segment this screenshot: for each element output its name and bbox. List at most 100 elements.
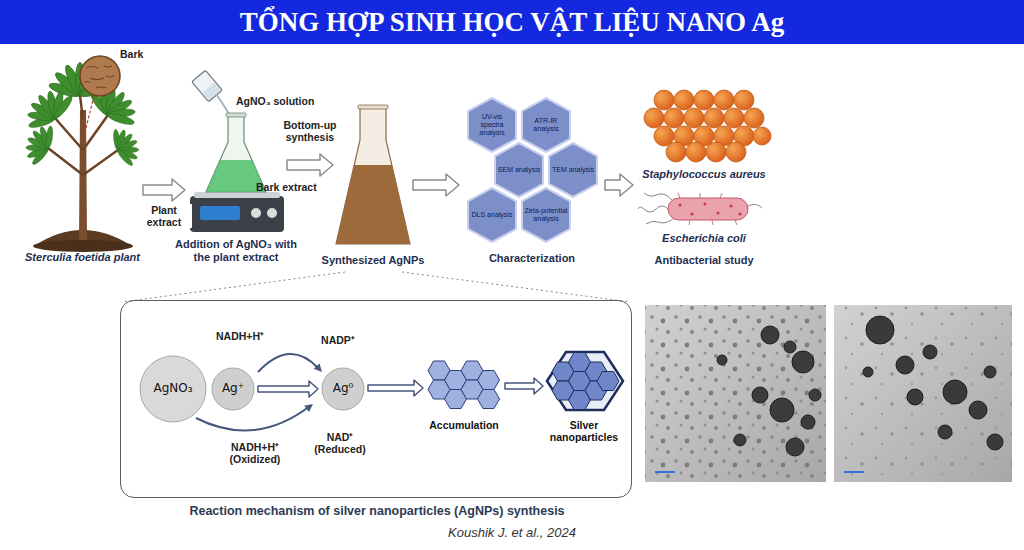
accumulation-hexagons <box>478 371 500 390</box>
staphylococcus-drawing <box>753 127 771 145</box>
annotation-label: NADH+H⁺ (Oxidized) <box>212 441 298 465</box>
tem-image <box>717 355 727 365</box>
tem-image <box>784 341 796 353</box>
staphylococcus-drawing <box>674 90 694 110</box>
tem-image <box>752 387 768 403</box>
bacteria-label-holder: Antibacterial study <box>631 254 777 267</box>
bark-zoom <box>83 96 94 140</box>
ecoli-drawing <box>739 213 742 216</box>
cofactor-arrowhead <box>314 363 322 372</box>
tem-image <box>969 401 987 419</box>
mixing-stage: Addition of AgNO₃ with the plant extract <box>188 112 284 232</box>
staphylococcus-drawing <box>694 90 714 110</box>
annotation-label-holder: NADH+H⁺ <box>210 330 270 342</box>
species-text: AgNO₃ <box>153 382 192 395</box>
analysis-text: DLS analysis <box>472 211 513 219</box>
annotation-label: NADH+H⁺ <box>210 330 270 342</box>
staphylococcus-drawing <box>664 108 684 128</box>
annotation-label-holder: AgNO₃ solution <box>236 95 336 107</box>
annotation-label: Bark extract <box>256 181 334 193</box>
analysis-text-holder: ATR-IR analysis <box>524 109 568 141</box>
citation-text-holder: Koushik J. et al., 2024 <box>362 526 662 541</box>
nanoparticle-flask <box>336 165 410 244</box>
ecoli-drawing <box>704 203 707 206</box>
bark-zoom <box>84 66 114 88</box>
stage-label: Synthesized AgNPs <box>308 254 438 267</box>
magnetic-stirrer <box>251 208 261 218</box>
panel-caption-holder: Reaction mechanism of silver nanoparticl… <box>101 504 653 518</box>
analysis-hexagon: DLS analysis <box>467 187 517 243</box>
title-text: TỔNG HỢP SINH HỌC VẬT LIỆU NANO Ag <box>0 0 1024 44</box>
ecoli-drawing <box>691 213 694 216</box>
flow-arrow <box>505 378 543 394</box>
tem-image <box>761 326 779 344</box>
magnetic-stirrer <box>190 196 284 232</box>
characterization-group: CharacterizationUV-vis spectra analysisA… <box>462 95 602 245</box>
nanoparticle-hexagons <box>547 352 623 410</box>
panel-caption: Reaction mechanism of silver nanoparticl… <box>101 504 653 518</box>
species-circle: Ag⁰ <box>321 367 365 411</box>
analysis-text: Zeta-potential analysis <box>524 207 568 222</box>
staphylococcus-drawing <box>684 108 704 128</box>
extract-flask <box>206 113 266 192</box>
title-text-holder: TỔNG HỢP SINH HỌC VẬT LIỆU NANO Ag <box>0 0 1024 44</box>
analysis-text-holder: Zeta-potential analysis <box>524 199 568 231</box>
tem-image <box>896 356 914 374</box>
hexagon-outline <box>522 188 570 242</box>
staphylococcus-drawing <box>644 108 664 128</box>
staphylococcus-drawing <box>724 108 744 128</box>
tem-image <box>717 326 821 456</box>
species-circle: Ag⁺ <box>211 367 255 411</box>
species-text-holder: AgNO₃ <box>143 359 203 419</box>
bacteria-label-holder: Staphylococcus aureus <box>631 168 777 181</box>
tem-image <box>863 316 1003 450</box>
tem-image <box>801 415 815 429</box>
ecoli-drawing <box>646 218 674 224</box>
nanoparticle-hexagons <box>597 372 619 391</box>
stage-label: Accumulation <box>416 419 512 431</box>
magnetic-stirrer <box>267 208 277 218</box>
bacteria-label-holder: Escherichia coli <box>631 232 777 245</box>
magnetic-stirrer <box>200 206 240 220</box>
circle-outline <box>322 368 364 410</box>
annotation-label-holder: NADP⁺ <box>316 334 360 346</box>
tem-image <box>655 471 675 473</box>
cofactor-arrow <box>196 354 318 431</box>
analysis-text: UV-vis spectra analysis <box>470 113 514 136</box>
analysis-text-holder: SEM analysis <box>497 154 541 186</box>
staphylococcus-drawing <box>714 90 734 110</box>
tem-image <box>984 366 996 378</box>
analysis-text-holder: UV-vis spectra analysis <box>470 109 514 141</box>
species-text-holder: Ag⁺ <box>215 371 251 407</box>
bacteria-label: Staphylococcus aureus <box>631 168 777 181</box>
analysis-hexagon: UV-vis spectra analysis <box>467 97 517 153</box>
annotation-label: NADP⁺ <box>316 334 360 346</box>
analysis-text: ATR-IR analysis <box>524 117 568 132</box>
arrow-label-holder: Bottom-up synthesis <box>275 119 345 143</box>
nanoparticle-hexagons <box>569 353 591 372</box>
analysis-text: TEM analysis <box>552 166 594 174</box>
circle-outline <box>212 368 254 410</box>
bark-zoom <box>80 56 120 140</box>
annotation-label: Bark <box>120 48 170 60</box>
bark-zoom <box>80 56 120 96</box>
staphylococcus-drawing <box>686 142 706 162</box>
plant-drawing <box>33 240 133 252</box>
flow-arrow <box>368 380 423 396</box>
annotation-label-holder: Bark extract <box>256 181 334 193</box>
annotation-label: AgNO₃ solution <box>236 95 336 107</box>
antibacterial-group: Staphylococcus aureusEscherichia coliAnt… <box>636 84 772 244</box>
analysis-hexagon: SEM analysis <box>494 142 544 198</box>
hexagon-outline <box>522 98 570 152</box>
nanoparticle-flask <box>336 105 410 244</box>
bacteria-label: Antibacterial study <box>631 254 777 267</box>
analysis-hexagon: Zeta-potential analysis <box>521 187 571 243</box>
ecoli-drawing <box>638 206 668 212</box>
ecoli-drawing <box>668 198 748 220</box>
analysis-text: SEM analysis <box>498 166 540 174</box>
staphylococcus-drawing <box>744 108 764 128</box>
tem-image <box>866 316 894 344</box>
zoom-guide-line <box>122 272 630 302</box>
arrow-label: Plant extract <box>136 204 192 228</box>
